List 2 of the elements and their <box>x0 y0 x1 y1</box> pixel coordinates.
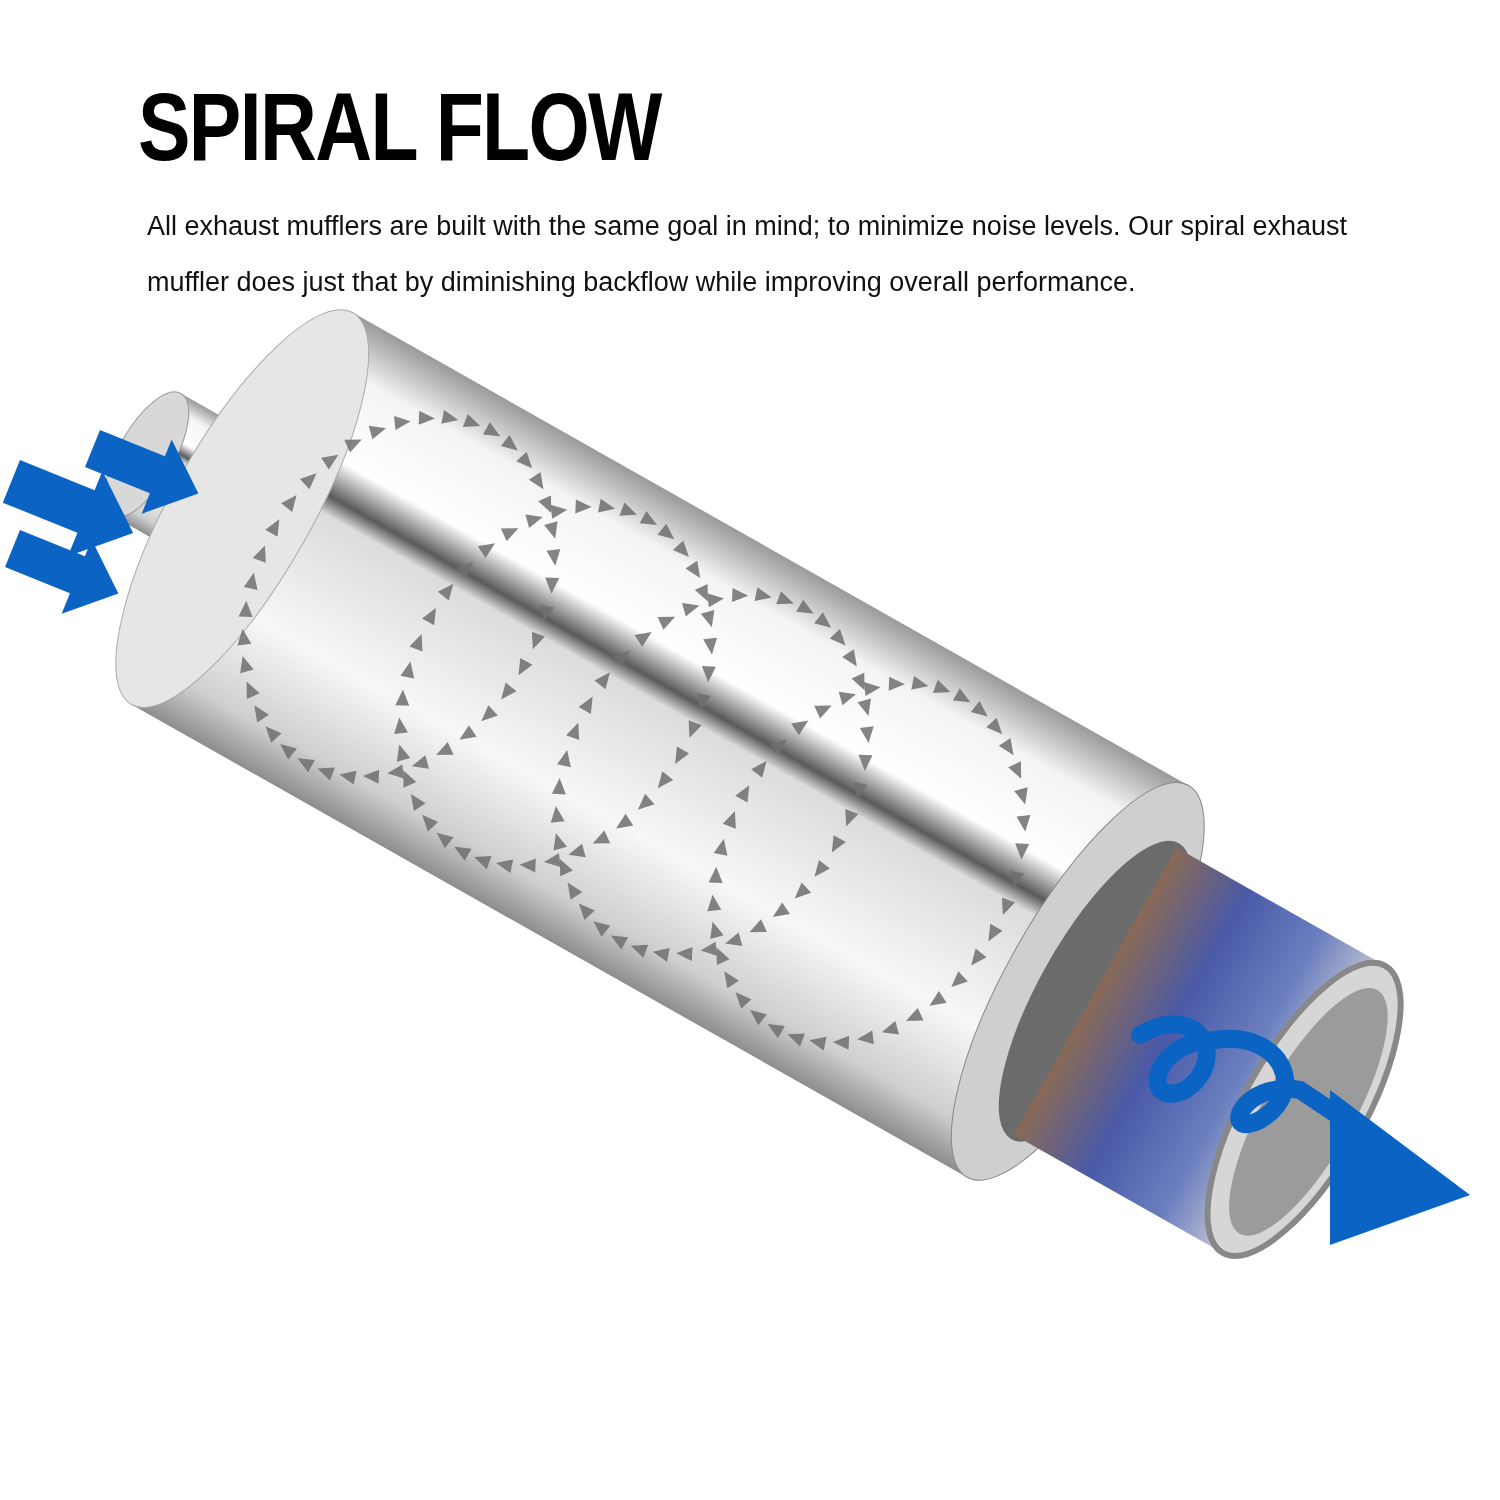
title: SPIRAL FLOW <box>138 72 661 182</box>
description-paragraph: All exhaust mufflers are built with the same goal in mind; to minimize noise levels. Our spiral exhaust muffler does just that by diminishing backflow while improving overall performance. <box>147 210 1349 299</box>
